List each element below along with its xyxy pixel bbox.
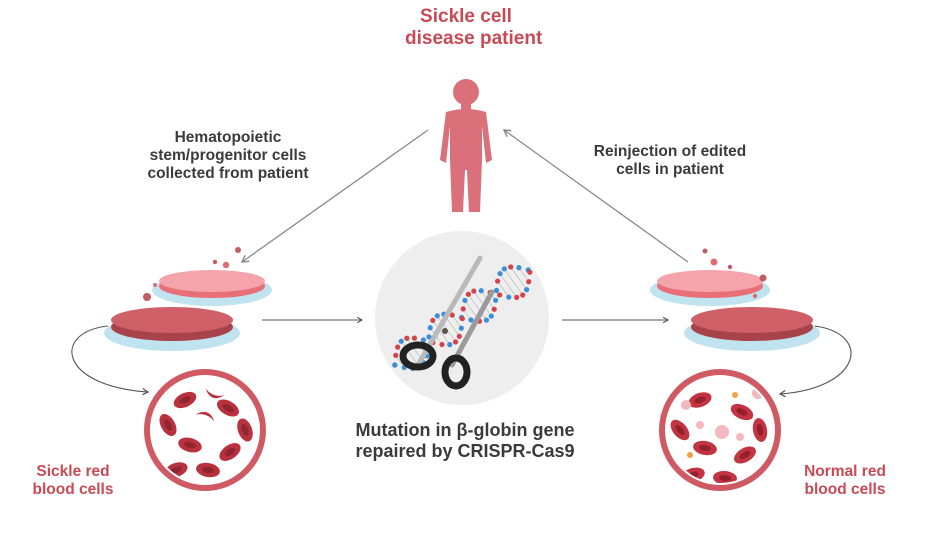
petri-dish-icon [650,248,820,351]
collection-step-label: Hematopoietic stem/progenitor cells coll… [118,129,338,182]
reinjection-step-label: Reinjection of edited cells in patient [565,143,775,179]
petri-dish-icon [104,247,272,351]
reinjection-step-line1: Reinjection of edited [593,143,747,160]
arrow-to-sickle-cells [71,325,150,396]
reinjection-step-line2: cells in patient [616,160,724,178]
collection-step-line2: stem/progenitor cells [149,146,307,164]
sickle-cells-line1: Sickle red [36,463,110,480]
sickle-cells-line2: blood cells [32,480,114,498]
blood-cell-magnifier-icon [659,369,781,491]
patient-title-line1: Sickle cell [420,6,512,27]
crispr-caption-line2: repaired by CRISPR-Cas9 [355,440,575,461]
crispr-caption-line1: Mutation in β-globin gene [355,420,575,440]
crispr-caption: Mutation in β-globin gene repaired by CR… [325,420,605,461]
patient-title: Sickle cell disease patient [405,6,543,50]
normal-cells-line2: blood cells [804,480,886,498]
arrow-to-normal-cells [778,325,852,398]
arrow-dishes-to-patient [502,129,689,263]
collection-step-line1: Hematopoietic [174,129,282,146]
arrow-patient-to-dishes [240,129,429,263]
collection-step-line3: collected from patient [147,164,309,182]
human-figure-icon [440,79,492,212]
patient-title-line2: disease patient [405,27,543,49]
scissors-icon [399,255,495,390]
normal-cells-line1: Normal red [804,463,886,480]
normal-cells-label: Normal red blood cells [790,463,900,499]
sickle-cells-label: Sickle red blood cells [18,463,128,499]
blood-cell-magnifier-icon [144,369,266,491]
